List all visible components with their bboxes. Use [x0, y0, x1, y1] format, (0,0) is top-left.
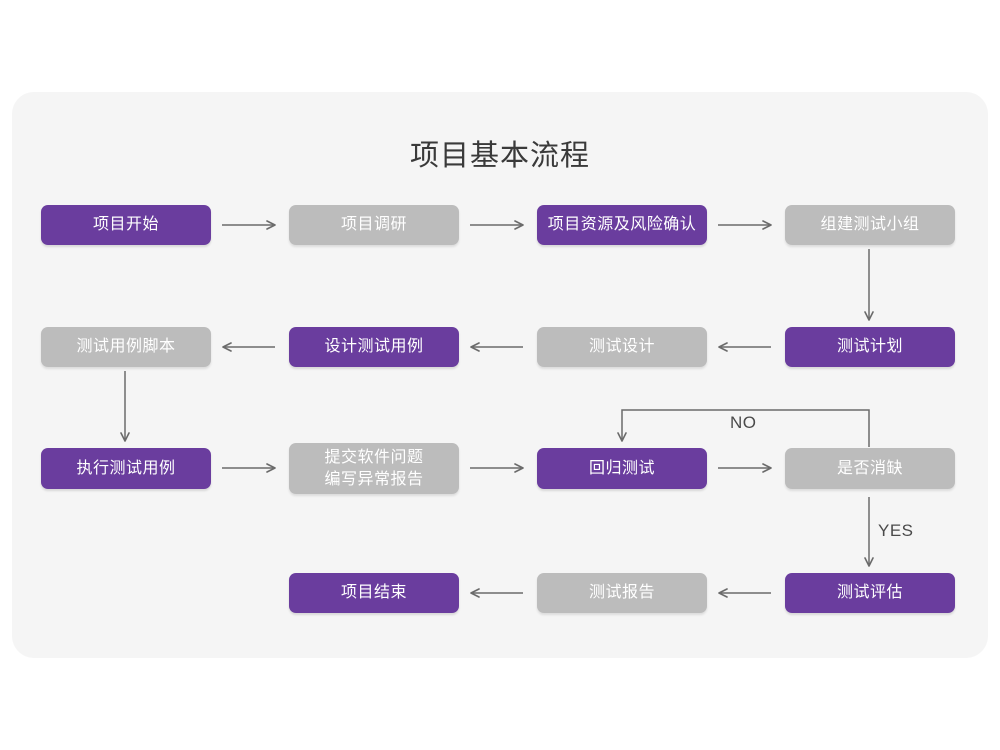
- node-label: 测试用例脚本: [76, 338, 176, 355]
- page-title: 项目基本流程: [409, 140, 590, 172]
- node-label: 设计测试用例: [324, 338, 424, 355]
- node-test-case-script[interactable]: 测试用例脚本: [41, 327, 211, 367]
- node-label: 回归测试: [588, 459, 655, 477]
- node-execute-test-case[interactable]: 执行测试用例: [41, 448, 211, 489]
- node-project-start[interactable]: 项目开始: [41, 205, 211, 245]
- edge-label-no: NO: [730, 413, 757, 432]
- node-form-test-team[interactable]: 组建测试小组: [785, 205, 955, 245]
- node-label: 是否消缺: [836, 459, 903, 477]
- edge-label-yes: YES: [878, 521, 914, 540]
- node-label: 组建测试小组: [820, 216, 920, 233]
- node-label: 项目调研: [340, 216, 407, 233]
- node-defects-cleared-decision[interactable]: 是否消缺: [785, 448, 955, 489]
- node-label: 测试设计: [588, 338, 655, 355]
- node-project-end[interactable]: 项目结束: [289, 573, 459, 613]
- node-label: 执行测试用例: [76, 459, 176, 477]
- node-test-report[interactable]: 测试报告: [537, 573, 707, 613]
- node-label: 测试计划: [836, 338, 903, 355]
- node-label-line2: 编写异常报告: [324, 470, 424, 488]
- node-label: 测试评估: [836, 584, 903, 601]
- node-test-design[interactable]: 测试设计: [537, 327, 707, 367]
- node-submit-issue-report[interactable]: 提交软件问题 编写异常报告: [289, 443, 459, 494]
- node-project-research[interactable]: 项目调研: [289, 205, 459, 245]
- node-label: 项目结束: [340, 584, 407, 601]
- node-design-test-case[interactable]: 设计测试用例: [289, 327, 459, 367]
- node-label: 项目开始: [92, 216, 159, 233]
- node-label: 项目资源及风险确认: [547, 216, 697, 233]
- flowchart-panel: [12, 92, 988, 658]
- node-test-plan[interactable]: 测试计划: [785, 327, 955, 367]
- node-resource-risk-confirm[interactable]: 项目资源及风险确认: [537, 205, 707, 245]
- node-label: 测试报告: [588, 584, 655, 601]
- node-regression-test[interactable]: 回归测试: [537, 448, 707, 489]
- node-label-line1: 提交软件问题: [324, 448, 424, 466]
- node-test-evaluation[interactable]: 测试评估: [785, 573, 955, 613]
- node-label-multiline: 提交软件问题 编写异常报告: [324, 447, 423, 491]
